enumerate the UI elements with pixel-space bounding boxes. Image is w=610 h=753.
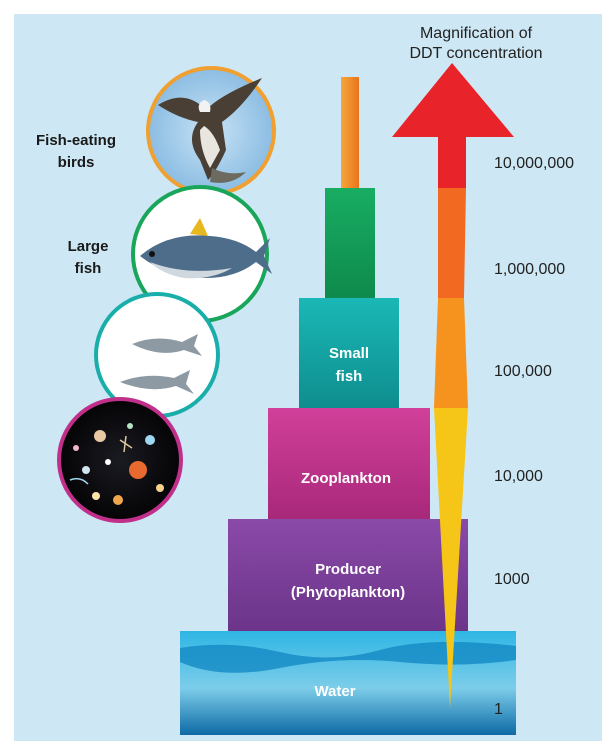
large-fish-side-label-line2: fish — [75, 260, 102, 277]
water-tier: Water — [180, 631, 516, 735]
small-fish-label-line1: Small — [329, 345, 369, 362]
zooplankton-label: Zooplankton — [301, 470, 391, 487]
concentration-value: 1 — [494, 701, 503, 718]
birds-side-label-line2: birds — [58, 154, 95, 171]
concentration-value: 10,000,000 — [494, 155, 574, 172]
magnification-header-line2: DDT concentration — [409, 45, 542, 62]
arrow-segment-dark-orange — [438, 188, 466, 298]
concentration-value: 1000 — [494, 571, 530, 588]
plankton-circle — [59, 399, 181, 521]
producer-tier: Producer (Phytoplankton) — [228, 519, 468, 631]
birds-tier — [341, 77, 359, 188]
zooplankton-tier: Zooplankton — [268, 408, 430, 519]
concentration-value: 10,000 — [494, 468, 543, 485]
osprey-circle — [148, 68, 274, 194]
producer-label-line2: (Phytoplankton) — [291, 584, 405, 601]
large-fish-tier — [325, 188, 375, 298]
small-fish-label-line2: fish — [336, 368, 363, 385]
birds-side-label-line1: Fish-eating — [36, 132, 116, 149]
small-fish-tier: Small fish — [299, 298, 399, 408]
arrow-segment-orange — [434, 298, 468, 408]
magnification-header-line1: Magnification of — [420, 25, 533, 42]
concentration-value: 1,000,000 — [494, 261, 565, 278]
water-label: Water — [314, 683, 355, 700]
large-fish-side-label-line1: Large — [68, 238, 109, 255]
concentration-value: 100,000 — [494, 363, 552, 380]
producer-label-line1: Producer — [315, 561, 381, 578]
